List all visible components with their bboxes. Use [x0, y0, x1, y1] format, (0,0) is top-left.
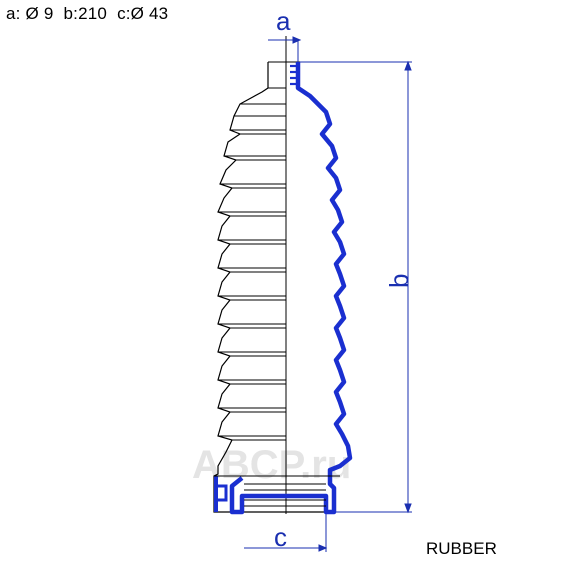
rib-lines	[218, 61, 300, 441]
spec-a: a: Ø 9	[6, 4, 54, 23]
spec-c: c:Ø 43	[117, 4, 169, 23]
dim-label-c: c	[274, 522, 287, 552]
boot-left-outline	[213, 62, 330, 513]
spec-b: b:210	[63, 4, 108, 23]
dimension-c	[244, 514, 328, 552]
dim-label-b: b	[384, 274, 414, 288]
neck-ridges	[290, 64, 296, 86]
dimension-a	[268, 36, 302, 62]
dimension-b	[300, 60, 412, 514]
boot-profile-section	[229, 62, 353, 515]
dim-label-a: a	[276, 6, 291, 36]
spec-line: a: Ø 9 b:210 c:Ø 43	[6, 4, 178, 24]
bottom-collar	[214, 475, 340, 512]
material-label: RUBBER	[426, 539, 497, 558]
